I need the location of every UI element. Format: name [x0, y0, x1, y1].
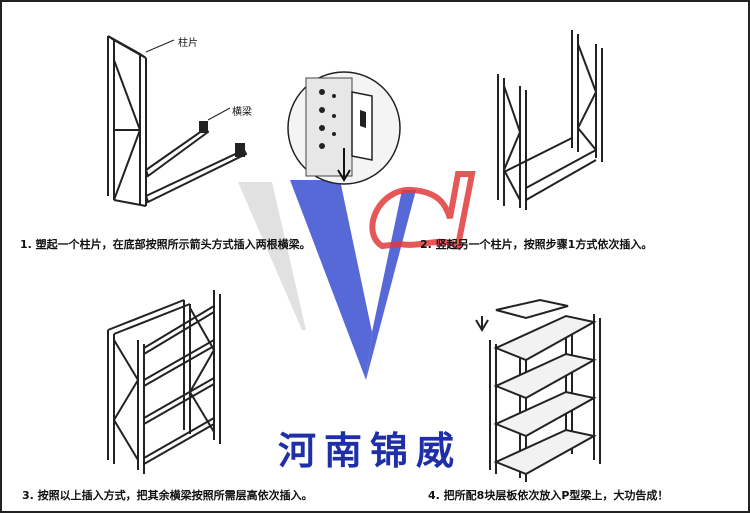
- step3-illustration: [107, 290, 221, 474]
- step1-illustration: [107, 35, 248, 207]
- watermark-logo: [238, 171, 476, 380]
- step-1-caption: 1. 塑起一个柱片，在底部按照所示箭头方式插入两根横梁。: [20, 238, 311, 251]
- step-3-caption: 3. 按照以上插入方式，把其余横梁按照所需层高依次插入。: [22, 489, 313, 502]
- step4-illustration: [475, 298, 601, 482]
- step-2-caption: 2. 竖起另一个柱片，按照步骤1方式依次插入。: [420, 238, 653, 251]
- step2-illustration: [497, 30, 603, 210]
- column-callout: 柱片: [178, 38, 198, 49]
- brand-name: 河南锦威: [278, 428, 463, 473]
- detail-inset: [287, 71, 401, 185]
- beam-callout: 横梁: [232, 107, 252, 118]
- step-4-caption: 4. 把所配8块层板依次放入P型梁上，大功告成！: [428, 489, 669, 502]
